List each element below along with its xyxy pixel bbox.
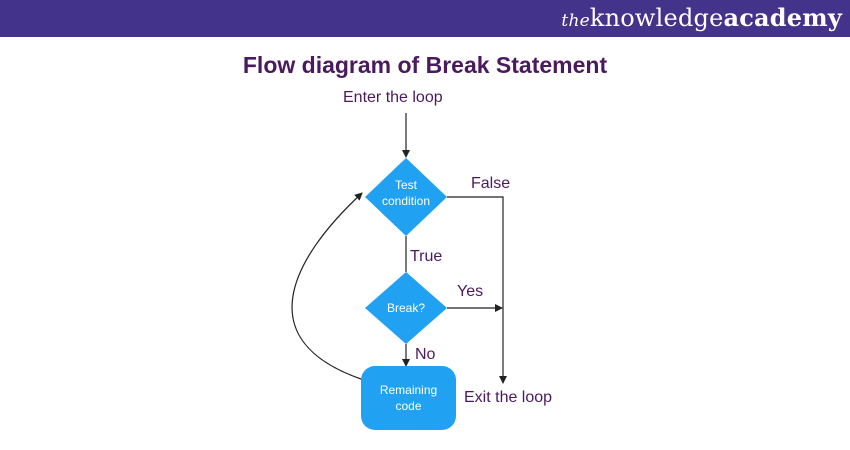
- true-label: True: [410, 248, 443, 265]
- break-diamond: [365, 272, 447, 344]
- header-bar: theknowledgeacademy: [0, 0, 850, 37]
- remaining-code-box: [361, 366, 456, 430]
- no-label: No: [415, 346, 436, 363]
- loop-back-edge: [291, 192, 363, 380]
- test-line-2: condition: [381, 194, 431, 208]
- break-text: Break?: [386, 301, 426, 315]
- remaining-line-2: code: [395, 399, 422, 413]
- brand-logo[interactable]: theknowledgeacademy: [561, 3, 842, 32]
- exit-loop-label: Exit the loop: [464, 389, 553, 406]
- test-line-1: Test: [394, 178, 417, 192]
- diagram-title: Flow diagram of Break Statement: [242, 52, 608, 78]
- logo-name-1: knowledge: [589, 4, 724, 32]
- logo-name-2: academy: [723, 3, 842, 32]
- test-condition-diamond: [365, 158, 447, 236]
- false-label: False: [471, 175, 511, 192]
- remaining-line-1: Remaining: [379, 383, 438, 397]
- false-edge: [447, 196, 507, 384]
- remaining-code-text: Remaining code: [361, 382, 456, 414]
- enter-loop-label: Enter the loop: [343, 89, 443, 106]
- logo-prefix: the: [561, 11, 590, 31]
- yes-label: Yes: [457, 283, 484, 300]
- test-condition-text: Test condition: [366, 177, 446, 209]
